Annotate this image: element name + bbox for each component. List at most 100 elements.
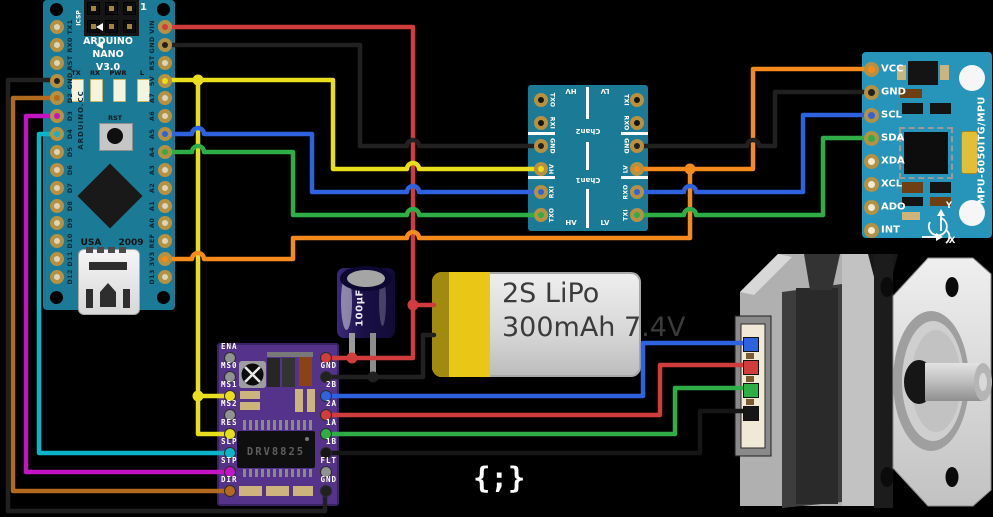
icsp-pin[interactable]: [87, 2, 100, 15]
arduino-pin-D13[interactable]: [158, 269, 172, 284]
mpu-pin-XDA[interactable]: [863, 153, 879, 169]
wire-junction[interactable]: [684, 163, 696, 175]
arduino-pin-A4[interactable]: [158, 144, 172, 159]
wire-5v-to-hv[interactable]: [162, 77, 544, 172]
drv-pin-MS2[interactable]: [224, 409, 236, 421]
drv-pin-GND[interactable]: [320, 371, 332, 383]
motor-pad-2[interactable]: [743, 383, 759, 398]
shifter-right-pin-TXI[interactable]: [630, 93, 644, 107]
wire-3v3-to-lv[interactable]: [162, 166, 693, 262]
arduino-pin-VIN[interactable]: [158, 20, 172, 34]
drv-pin-1A[interactable]: [320, 428, 332, 440]
arduino-pin-D11[interactable]: [50, 252, 64, 267]
motor-pad-1[interactable]: [743, 360, 759, 375]
arduino-pin-D10[interactable]: [50, 234, 64, 249]
wire-gnd-to-levelshifter[interactable]: [162, 42, 544, 149]
arduino-pin-RST[interactable]: [158, 55, 172, 70]
mpu-pin-ADO[interactable]: [863, 199, 879, 215]
wire-gnd-to-mpu[interactable]: [634, 89, 875, 149]
mpu-pin-INT[interactable]: [863, 222, 879, 238]
arduino-pin-RX0[interactable]: [50, 37, 64, 52]
shifter-left-pin-RXI[interactable]: [534, 116, 548, 130]
arduino-pin-D12[interactable]: [50, 269, 64, 284]
motor-pad-0[interactable]: [743, 337, 759, 352]
drv-pin-SLP[interactable]: [224, 447, 236, 459]
drv-pin-ENA[interactable]: [224, 352, 236, 364]
arduino-pin-D2[interactable]: [50, 91, 64, 106]
shifter-left-pin-GND[interactable]: [534, 139, 548, 153]
wire-d3-to-stp[interactable]: [23, 113, 233, 475]
wire-1a-to-motor[interactable]: [324, 385, 752, 437]
wire-a4-to-txo[interactable]: [162, 143, 544, 218]
arduino-pin-A3[interactable]: [158, 162, 172, 177]
mpu-pin-XCL[interactable]: [863, 176, 879, 192]
arduino-pin-REF[interactable]: [158, 234, 172, 249]
wire-lv-to-vcc[interactable]: [634, 66, 875, 172]
icsp-pin[interactable]: [123, 20, 136, 33]
shifter-left-pin-HV[interactable]: [534, 162, 548, 176]
mpu-pin-VCC[interactable]: [863, 61, 879, 77]
drv-pin-DIR[interactable]: [224, 485, 236, 497]
drv-pin-1B[interactable]: [320, 447, 332, 459]
motor-pad-3[interactable]: [743, 406, 759, 421]
wire-1b-to-motor[interactable]: [324, 408, 749, 456]
wire-junction[interactable]: [192, 74, 204, 86]
wire-d4-to-slp[interactable]: [36, 131, 233, 456]
drv-pin-2A[interactable]: [320, 409, 332, 421]
arduino-pin-D4[interactable]: [50, 127, 64, 142]
arduino-pin-5V[interactable]: [158, 73, 172, 88]
drv-pin-MS0[interactable]: [224, 371, 236, 383]
wire-txi-to-sda[interactable]: [634, 135, 875, 218]
arduino-pin-D9[interactable]: [50, 216, 64, 231]
arduino-pin-A6[interactable]: [158, 109, 172, 124]
stepper-motor[interactable]: [734, 254, 992, 508]
arduino-pin-A5[interactable]: [158, 127, 172, 142]
shifter-right-pin-GND[interactable]: [630, 139, 644, 153]
reset-button-cap[interactable]: [107, 128, 123, 144]
wire-junction[interactable]: [192, 390, 204, 402]
wire-a5-to-rxi[interactable]: [162, 125, 544, 195]
arduino-pin-A1[interactable]: [158, 198, 172, 213]
arduino-pin-GND[interactable]: [158, 37, 172, 52]
drv-pin-GND[interactable]: [320, 485, 332, 497]
wire-junction[interactable]: [407, 299, 419, 311]
arduino-pin-D7[interactable]: [50, 180, 64, 195]
wire-2b-to-motor[interactable]: [324, 340, 752, 399]
drv-pin-VMOT[interactable]: [320, 352, 332, 364]
drv-pin-MS1[interactable]: [224, 390, 236, 402]
arduino-pin-GND[interactable]: [50, 73, 64, 88]
drv-pin-RES[interactable]: [224, 428, 236, 440]
shifter-right-pin-TXI[interactable]: [630, 208, 644, 222]
shifter-right-pin-RXO[interactable]: [630, 185, 644, 199]
arduino-pin-RST[interactable]: [50, 55, 64, 70]
arduino-pin-A2[interactable]: [158, 180, 172, 195]
shifter-right-pin-RXO[interactable]: [630, 116, 644, 130]
shifter-left-pin-TXO[interactable]: [534, 208, 548, 222]
shifter-left-pin-RXI[interactable]: [534, 185, 548, 199]
arduino-pin-D6[interactable]: [50, 162, 64, 177]
arduino-pin-D8[interactable]: [50, 198, 64, 213]
wire-rxo-to-scl[interactable]: [634, 112, 875, 195]
drv-pin-FLT[interactable]: [320, 466, 332, 478]
wire-gnd-loop[interactable]: [5, 77, 328, 514]
arduino-pin-A7[interactable]: [158, 91, 172, 106]
drv-pin-STP[interactable]: [224, 466, 236, 478]
wire-d2-to-dir[interactable]: [10, 95, 233, 494]
arduino-pin-A0[interactable]: [158, 216, 172, 231]
icsp-pin[interactable]: [105, 20, 118, 33]
mpu-pin-GND[interactable]: [863, 84, 879, 100]
arduino-pin-3V3[interactable]: [158, 252, 172, 267]
mpu-pin-SDA[interactable]: [863, 130, 879, 146]
icsp-pin[interactable]: [123, 2, 136, 15]
wire-junction[interactable]: [367, 371, 379, 383]
arduino-pin-TX1[interactable]: [50, 20, 64, 34]
shifter-right-pin-LV[interactable]: [630, 162, 644, 176]
arduino-pin-D3[interactable]: [50, 109, 64, 124]
wire-2a-to-motor[interactable]: [324, 362, 752, 418]
shifter-left-pin-TXO[interactable]: [534, 93, 548, 107]
drv-pin-2B[interactable]: [320, 390, 332, 402]
arduino-pin-D5[interactable]: [50, 144, 64, 159]
mpu-pin-SCL[interactable]: [863, 107, 879, 123]
icsp-pin[interactable]: [105, 2, 118, 15]
wire-junction[interactable]: [346, 352, 358, 364]
